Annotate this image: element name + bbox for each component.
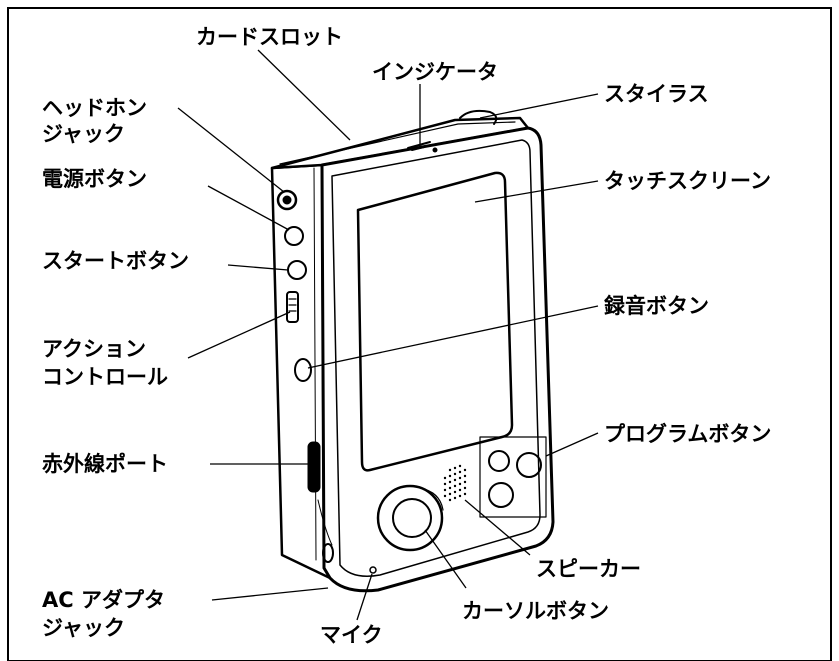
program-button-2: [516, 452, 542, 478]
label-microphone: マイク: [320, 623, 383, 647]
program-buttons-box: [479, 436, 547, 518]
touch-screen-area: [356, 171, 514, 472]
leader-headphone: [177, 107, 285, 193]
indicator-led: [432, 147, 438, 153]
label-headphone-jack-2: ジャック: [42, 122, 125, 146]
leader-card-slot: [257, 49, 351, 141]
label-stylus: スタイラス: [604, 82, 709, 106]
label-action-control-2: コントロール: [42, 365, 168, 389]
program-button-1: [488, 450, 510, 472]
device-bezel: [331, 139, 541, 577]
cursor-button-inner: [392, 498, 432, 538]
leader-mic: [356, 573, 373, 621]
leader-program: [545, 432, 599, 457]
leader-cursor: [424, 529, 467, 589]
device-side-ridge: [313, 167, 317, 561]
leader-speaker: [464, 499, 531, 556]
headphone-jack-icon: [276, 189, 298, 211]
stylus-icon: [459, 109, 498, 125]
label-headphone-jack-1: ヘッドホン: [42, 96, 147, 120]
label-program-buttons: プログラムボタン: [604, 422, 772, 446]
action-control-icon: [286, 291, 299, 323]
leader-start: [227, 264, 289, 271]
leader-ac: [211, 587, 329, 601]
leader-power: [207, 185, 290, 231]
label-ac-adapter-1: AC アダプタ: [42, 588, 165, 612]
indicator-icon: [407, 141, 431, 151]
program-button-3: [488, 482, 514, 508]
figure-border: [7, 7, 832, 661]
leader-stylus: [479, 93, 599, 119]
label-cursor-button: カーソルボタン: [462, 599, 609, 623]
power-button-icon: [284, 226, 304, 246]
ir-port-icon: [307, 441, 321, 493]
leader-lines: [177, 49, 599, 621]
leader-action: [187, 311, 291, 359]
label-indicator: インジケータ: [372, 60, 498, 84]
ac-adapter-jack-icon: [322, 543, 334, 563]
label-ir-port: 赤外線ポート: [42, 452, 168, 476]
leader-touch-screen: [474, 180, 599, 203]
device-top-face: [270, 116, 530, 170]
label-touch-screen: タッチスクリーン: [604, 169, 771, 193]
pocket-pc-device: [270, 109, 555, 593]
device-side-curve: [317, 499, 333, 546]
cursor-button-outer: [376, 484, 444, 552]
label-power-button: 電源ボタン: [42, 167, 147, 191]
label-speaker: スピーカー: [536, 557, 641, 581]
label-card-slot: カードスロット: [196, 25, 343, 49]
label-start-button: スタートボタン: [42, 249, 189, 273]
speaker-grille: [443, 464, 467, 502]
label-ac-adapter-2: ジャック: [42, 616, 125, 640]
microphone-hole: [369, 566, 377, 574]
action-control-ridges: [288, 298, 297, 312]
label-action-control-1: アクション: [42, 337, 146, 361]
cursor-button-arc: [419, 487, 444, 511]
record-button-icon: [294, 358, 312, 382]
leader-record: [307, 305, 599, 369]
label-record-button: 録音ボタン: [604, 294, 709, 318]
headphone-jack-hole: [282, 195, 292, 205]
